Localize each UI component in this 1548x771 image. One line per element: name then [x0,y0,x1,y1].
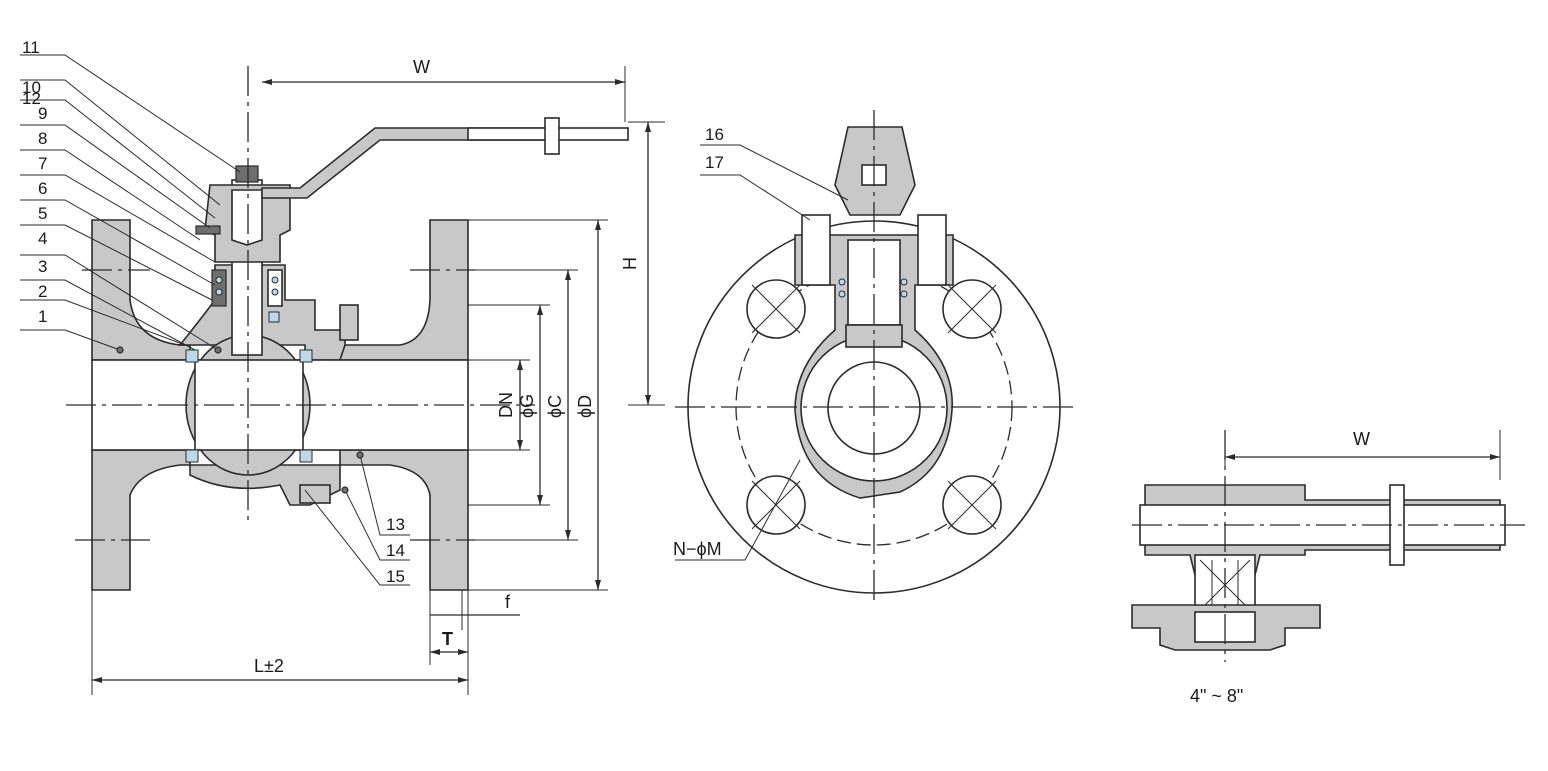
dim-D: ϕD [575,395,595,418]
arrowheads [92,79,1500,683]
seat-right-bottom [299,449,313,463]
o-ring-4 [271,288,279,296]
handle-stop [195,225,221,235]
part-label-10: 10 [22,78,41,97]
part-label-7: 7 [38,154,47,173]
end-seal-4 [900,290,908,298]
dim-H: H [620,257,640,270]
end-bolt-left [801,214,831,286]
end-seal-3 [900,278,908,286]
left-flange-lower [91,449,191,591]
dim-W-top: W [1353,429,1370,449]
part-label-12: 12 [22,89,41,108]
drain-plug [339,304,359,341]
part-label-5: 5 [38,204,47,223]
stem-packing-right [267,269,283,307]
seat-right-top [299,349,313,363]
dim-f: f [505,592,511,612]
dim-DN: DN [496,392,516,418]
part-label-15: 15 [386,567,405,586]
right-flange [339,219,469,361]
o-ring-2 [215,288,223,296]
part-label-13: 13 [386,515,405,534]
size-range-label: 4" ~ 8" [1190,686,1243,706]
gland-insert [231,189,263,246]
dim-N-M: N−ϕM [673,539,722,559]
part-label-11: 11 [22,38,40,57]
part-label-3: 3 [38,257,47,276]
seat-left-top [185,349,199,363]
part-label-8: 8 [38,129,47,148]
o-ring-1 [215,276,223,284]
part-label-1: 1 [38,307,47,326]
front-section-view [20,54,665,695]
end-bolt-right [917,214,947,286]
top-view-4-8 [1131,430,1525,662]
dim-T: T [442,629,453,649]
stem-packing [211,269,227,307]
end-seal-2 [838,290,846,298]
lever-sleeve [544,117,560,155]
lower-plug [299,484,331,504]
part-label-9: 9 [38,104,47,123]
part-label-2: 2 [38,282,47,301]
part-label-14: 14 [386,541,405,560]
dim-G: ϕG [517,394,537,418]
part-label-17: 17 [705,153,724,172]
dim-C: ϕC [545,395,565,418]
stem-nut [235,165,259,183]
seat-left-bottom [185,449,199,463]
part-label-16: 16 [705,125,724,144]
end-view [675,110,1075,605]
dim-L: L±2 [254,656,284,676]
right-flange-lower [339,449,469,591]
part-label-4: 4 [38,229,47,248]
dim-W-front: W [413,57,430,77]
stem-key [268,311,280,323]
end-seal-1 [838,278,846,286]
o-ring-3 [271,276,279,284]
part-label-6: 6 [38,179,47,198]
leader-lines [20,54,410,586]
